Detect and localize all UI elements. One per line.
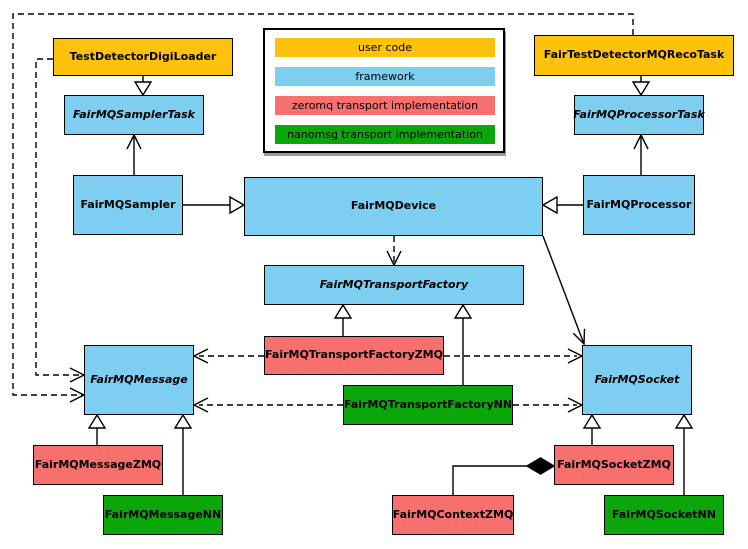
node-fairmqtransportfactorynn: FairMQTransportFactoryNN bbox=[343, 385, 513, 425]
node-fairmqsamplertask: FairMQSamplerTask bbox=[64, 95, 204, 135]
legend: user code framework zeromq transport imp… bbox=[263, 28, 505, 153]
node-fairmqsocketzmq: FairMQSocketZMQ bbox=[554, 445, 674, 485]
legend-item-user-code: user code bbox=[275, 38, 495, 57]
node-fairmqmessagezmq: FairMQMessageZMQ bbox=[33, 445, 163, 485]
node-fairmqprocessortask: FairMQProcessorTask bbox=[573, 95, 705, 135]
node-fairmqprocessor: FairMQProcessor bbox=[583, 175, 695, 235]
node-fairmqmessagenn: FairMQMessageNN bbox=[103, 495, 223, 535]
node-fairmqsocket: FairMQSocket bbox=[582, 345, 692, 415]
node-testdetectordigiloader: TestDetectorDigiLoader bbox=[53, 38, 233, 76]
node-fairmqmessage: FairMQMessage bbox=[84, 345, 194, 415]
node-fairmqtransportfactory: FairMQTransportFactory bbox=[264, 265, 524, 305]
node-fairmqsampler: FairMQSampler bbox=[73, 175, 183, 235]
node-fairmqcontextzmq: FairMQContextZMQ bbox=[392, 495, 514, 535]
node-fairmqsocketnn: FairMQSocketNN bbox=[604, 495, 724, 535]
node-fairmqtransportfactoryzmq: FairMQTransportFactoryZMQ bbox=[264, 336, 444, 375]
legend-item-zeromq: zeromq transport implementation bbox=[275, 96, 495, 115]
legend-item-framework: framework bbox=[275, 67, 495, 86]
legend-item-nanomsg: nanomsg transport implementation bbox=[275, 125, 495, 144]
node-fairtestdetectormqrecotask: FairTestDetectorMQRecoTask bbox=[534, 35, 734, 76]
node-fairmqdevice: FairMQDevice bbox=[244, 177, 543, 236]
